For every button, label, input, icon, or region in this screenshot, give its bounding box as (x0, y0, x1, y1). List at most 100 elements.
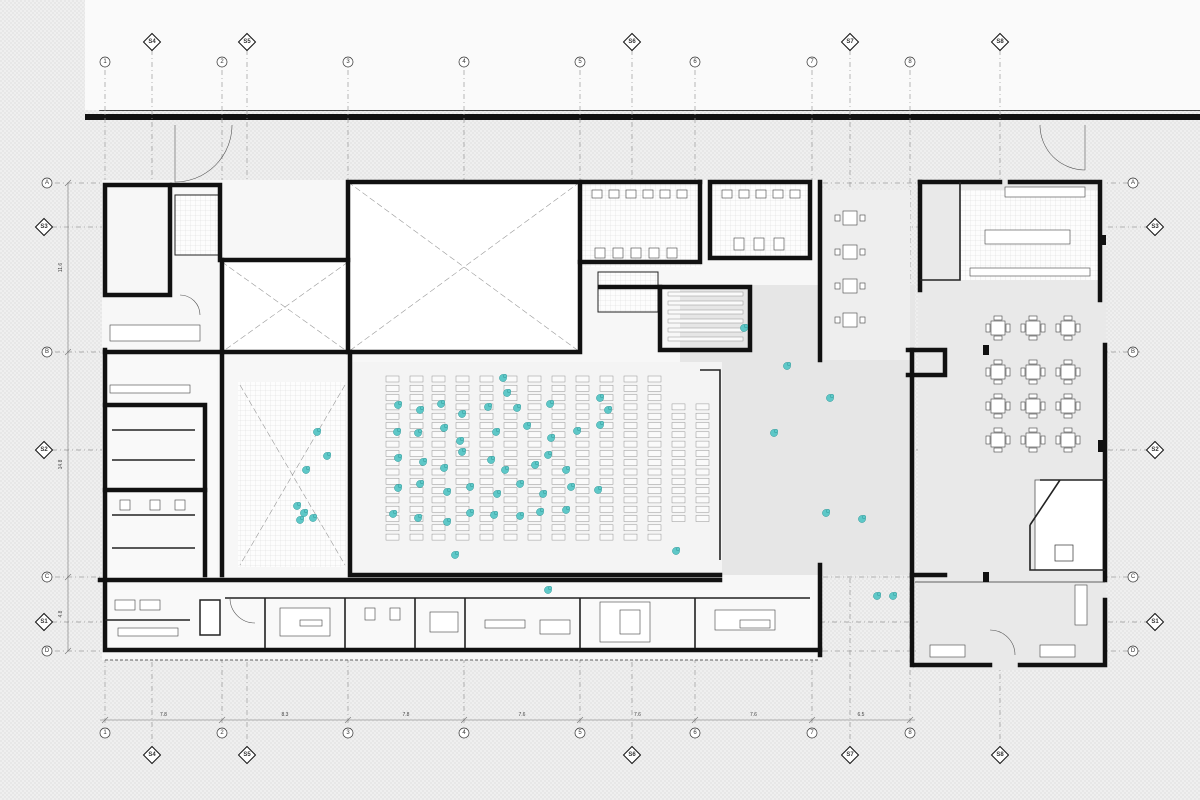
seat (695, 431, 710, 439)
seat (479, 450, 494, 457)
seat (551, 450, 566, 457)
seat (527, 385, 542, 392)
seat (409, 496, 424, 504)
wc-fixture (772, 189, 784, 199)
section-marker: S7 (840, 32, 860, 52)
seat (551, 403, 566, 411)
dimension-label: 7.8 (403, 712, 410, 718)
section-label: S7 (846, 39, 854, 45)
seat (527, 515, 542, 522)
person (544, 450, 553, 459)
seat (647, 505, 662, 513)
seat (385, 422, 400, 429)
grid-label: A (45, 180, 49, 186)
seat (479, 422, 494, 429)
person (440, 463, 449, 472)
wc-fixture (773, 237, 785, 251)
person (826, 393, 835, 402)
seat (503, 515, 518, 522)
seat (647, 394, 662, 401)
seat (551, 478, 566, 485)
wc-fixture (648, 247, 660, 259)
desk (739, 619, 771, 629)
seat (599, 468, 614, 476)
lift (199, 599, 221, 636)
seat (551, 385, 566, 392)
seat (431, 412, 446, 420)
seat (599, 496, 614, 504)
wc-fixture (738, 189, 750, 199)
seat (575, 505, 590, 513)
seat (599, 533, 614, 541)
cafe-table (1020, 359, 1046, 385)
seat (647, 412, 662, 420)
person (416, 405, 425, 414)
person (858, 514, 867, 523)
seat (623, 468, 638, 476)
terrace-table (834, 278, 866, 294)
seat (671, 422, 686, 429)
stair-1 (174, 194, 221, 256)
seat (527, 394, 542, 401)
person (547, 433, 556, 442)
seat (455, 533, 470, 541)
grid-marker-row: C (1127, 571, 1139, 583)
cafe-table (985, 427, 1011, 453)
auditorium-seating (385, 375, 710, 541)
seat (431, 524, 446, 532)
section-label: S6 (628, 39, 636, 45)
person (783, 361, 792, 370)
seat (575, 375, 590, 383)
grid-label: 1 (103, 730, 107, 736)
seat (551, 496, 566, 504)
person (822, 508, 831, 517)
dimension-label: 7.8 (160, 712, 167, 718)
desk (117, 627, 179, 637)
misc-furniture (109, 186, 1104, 658)
terrace-table (834, 210, 866, 226)
person (419, 457, 428, 466)
seat (527, 496, 542, 504)
seat (551, 412, 566, 420)
section-marker: S8 (990, 32, 1010, 52)
grid-marker-col: 7 (806, 56, 818, 68)
grid-label: A (1131, 180, 1135, 186)
seat (503, 478, 518, 485)
section-marker: S1 (1145, 612, 1165, 632)
seat (575, 385, 590, 392)
seat (385, 394, 400, 401)
seat (409, 450, 424, 457)
seat (385, 524, 400, 532)
seat (527, 431, 542, 439)
dimension-label: 6.5 (858, 712, 865, 718)
wc-fixture (753, 237, 765, 251)
person (490, 510, 499, 519)
seat (599, 440, 614, 448)
wc-fixture (676, 189, 688, 199)
seat (575, 422, 590, 429)
street-edge (85, 0, 1200, 110)
person (770, 428, 779, 437)
seat (479, 431, 494, 439)
seat (695, 487, 710, 494)
seat (671, 468, 686, 476)
person (492, 427, 501, 436)
seat (431, 440, 446, 448)
seat (409, 524, 424, 532)
grid-marker-col: 8 (904, 56, 916, 68)
seat (671, 496, 686, 504)
person (394, 453, 403, 462)
seat (503, 450, 518, 457)
grid-label: 6 (693, 730, 697, 736)
seat (623, 412, 638, 420)
seat (431, 450, 446, 457)
seat (623, 459, 638, 466)
seat (431, 468, 446, 476)
person (573, 426, 582, 435)
seat (431, 515, 446, 522)
person (393, 427, 402, 436)
terrace-table (834, 244, 866, 260)
person (389, 509, 398, 518)
seat (647, 440, 662, 448)
person (443, 517, 452, 526)
